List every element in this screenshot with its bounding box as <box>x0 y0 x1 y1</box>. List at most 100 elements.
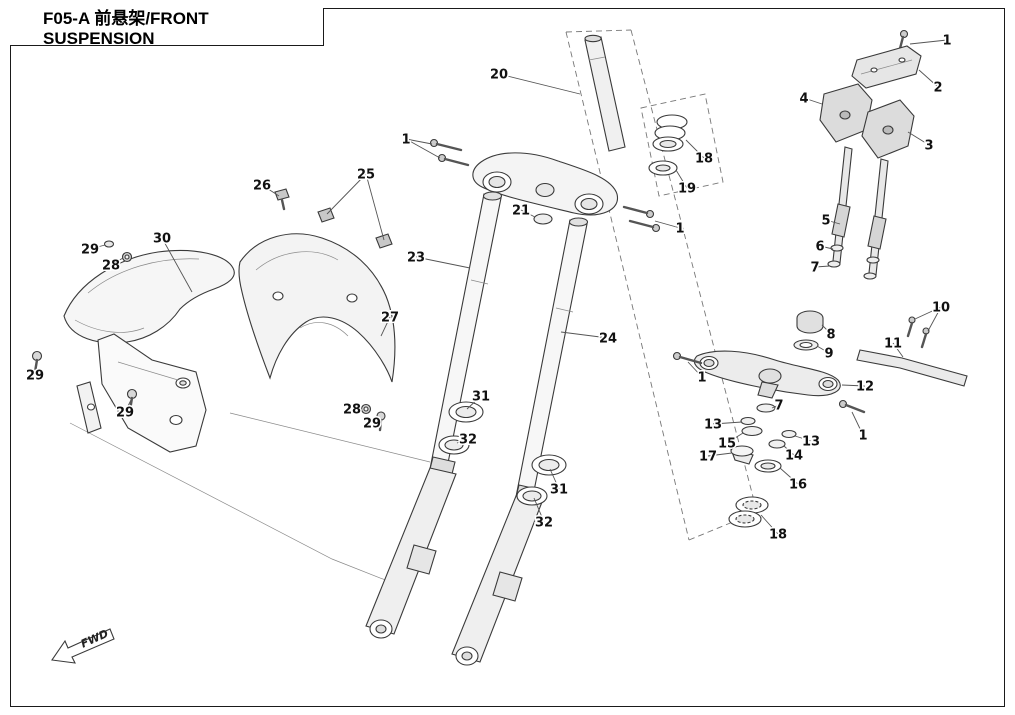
fork-slider <box>451 495 543 663</box>
part-number-callout: 17 <box>699 450 717 465</box>
fork-cap <box>568 217 589 227</box>
callout-leader <box>560 331 609 339</box>
callout-leader <box>927 306 942 332</box>
part-number-callout: 31 <box>550 483 568 498</box>
part-number-callout: 10 <box>932 301 950 316</box>
part-number-callout: 1 <box>675 222 684 237</box>
callout-leader <box>675 169 688 189</box>
pinch-bolt <box>429 138 463 152</box>
callout-leader <box>371 418 380 424</box>
callout-leader <box>909 39 948 45</box>
mount-hole <box>272 291 284 301</box>
part-number-callout: 13 <box>704 418 722 433</box>
lower-triple-clamp <box>672 350 866 414</box>
cover-hole <box>898 57 906 63</box>
washer <box>103 240 115 248</box>
part-number-callout: 3 <box>924 139 933 154</box>
pinch-bolt <box>437 153 470 167</box>
lower-bearing-stack <box>728 403 797 528</box>
callout-leader <box>380 316 391 337</box>
projection-line <box>565 29 632 33</box>
callout-leader <box>326 173 367 215</box>
part-number-callout: 1 <box>401 133 410 148</box>
callout-leader <box>533 497 545 523</box>
callout-leader <box>914 306 942 320</box>
fork-seals <box>438 401 567 506</box>
callout-leader <box>261 184 280 197</box>
pinch-bolt <box>628 219 661 233</box>
part-number-callout: 19 <box>678 182 696 197</box>
fork-leg-left <box>365 191 503 639</box>
handlebar-bolt <box>920 327 930 349</box>
riser-assembly <box>819 29 922 280</box>
adjust-ring <box>741 425 763 437</box>
part-number-callout: 16 <box>789 478 807 493</box>
page-title: F05-A 前悬架/FRONT SUSPENSION <box>43 9 209 48</box>
part-number-callout: 29 <box>116 406 134 421</box>
stud-sleeve <box>867 215 887 250</box>
front-fender <box>63 249 235 453</box>
part-number-callout: 7 <box>810 261 819 276</box>
callout-leader <box>841 384 866 387</box>
clamp-bolt <box>672 351 703 365</box>
upper-triple-clamp <box>472 152 619 225</box>
screw <box>376 411 386 432</box>
callout-leader <box>707 452 733 457</box>
handlebar-group <box>856 316 968 387</box>
callout-leader <box>794 435 812 442</box>
part-number-callout: 29 <box>26 369 44 384</box>
part-number-callout: 5 <box>821 214 830 229</box>
upper-bearing-stack <box>648 114 688 176</box>
callout-leader <box>466 395 482 410</box>
stem-top-nut <box>533 213 553 225</box>
part-number-callout: 6 <box>815 240 824 255</box>
callout-leader <box>825 219 841 225</box>
callout-leader <box>365 173 385 241</box>
part-number-callout: 25 <box>357 168 375 183</box>
fwd-arrow: FWD <box>51 627 115 664</box>
callout-leader <box>712 421 743 425</box>
callout-leader <box>549 468 560 490</box>
part-number-callout: 8 <box>826 328 835 343</box>
part-number-callout: 30 <box>153 232 171 247</box>
part-number-callout: 18 <box>769 528 787 543</box>
part-number-callout: 28 <box>102 259 120 274</box>
fork-slider <box>365 467 457 635</box>
clip-nut <box>317 207 335 223</box>
callout-leader <box>89 244 106 250</box>
callout-leader <box>405 138 433 145</box>
callout-leader <box>821 324 832 335</box>
part-number-callout: 4 <box>799 92 808 107</box>
callout-leader <box>124 399 132 413</box>
callout-leader <box>814 265 831 268</box>
clamp-pinch-bolts <box>429 138 661 233</box>
steering-stem-tube <box>584 34 626 152</box>
drawing-border <box>10 8 1005 707</box>
stem-boss <box>758 368 782 384</box>
lock-washer <box>781 429 797 439</box>
fork-cap <box>482 191 503 201</box>
fender-body <box>63 249 235 344</box>
part-number-callout: 1 <box>697 371 706 386</box>
callout-leader <box>456 438 469 444</box>
inner-fender <box>238 233 396 383</box>
part-number-callout: 27 <box>381 311 399 326</box>
stem-bore <box>535 182 555 198</box>
callout-leader <box>760 514 779 535</box>
part-number-callout: 23 <box>407 251 425 266</box>
reference-line <box>229 412 431 463</box>
part-number-callout: 12 <box>856 380 874 395</box>
inner-fender-body <box>238 233 396 383</box>
part-number-callout: 9 <box>824 347 833 362</box>
part-number-callout: 1 <box>942 34 951 49</box>
part-number-callout: 15 <box>718 437 736 452</box>
callout-leader <box>498 73 581 95</box>
screw <box>31 350 43 374</box>
mount-hole <box>346 293 358 303</box>
callout-leader <box>918 69 939 88</box>
stud-sleeve <box>831 203 851 238</box>
part-number-callout: 21 <box>512 204 530 219</box>
caliper-tab <box>406 544 437 575</box>
part-number-callout: 26 <box>253 179 271 194</box>
